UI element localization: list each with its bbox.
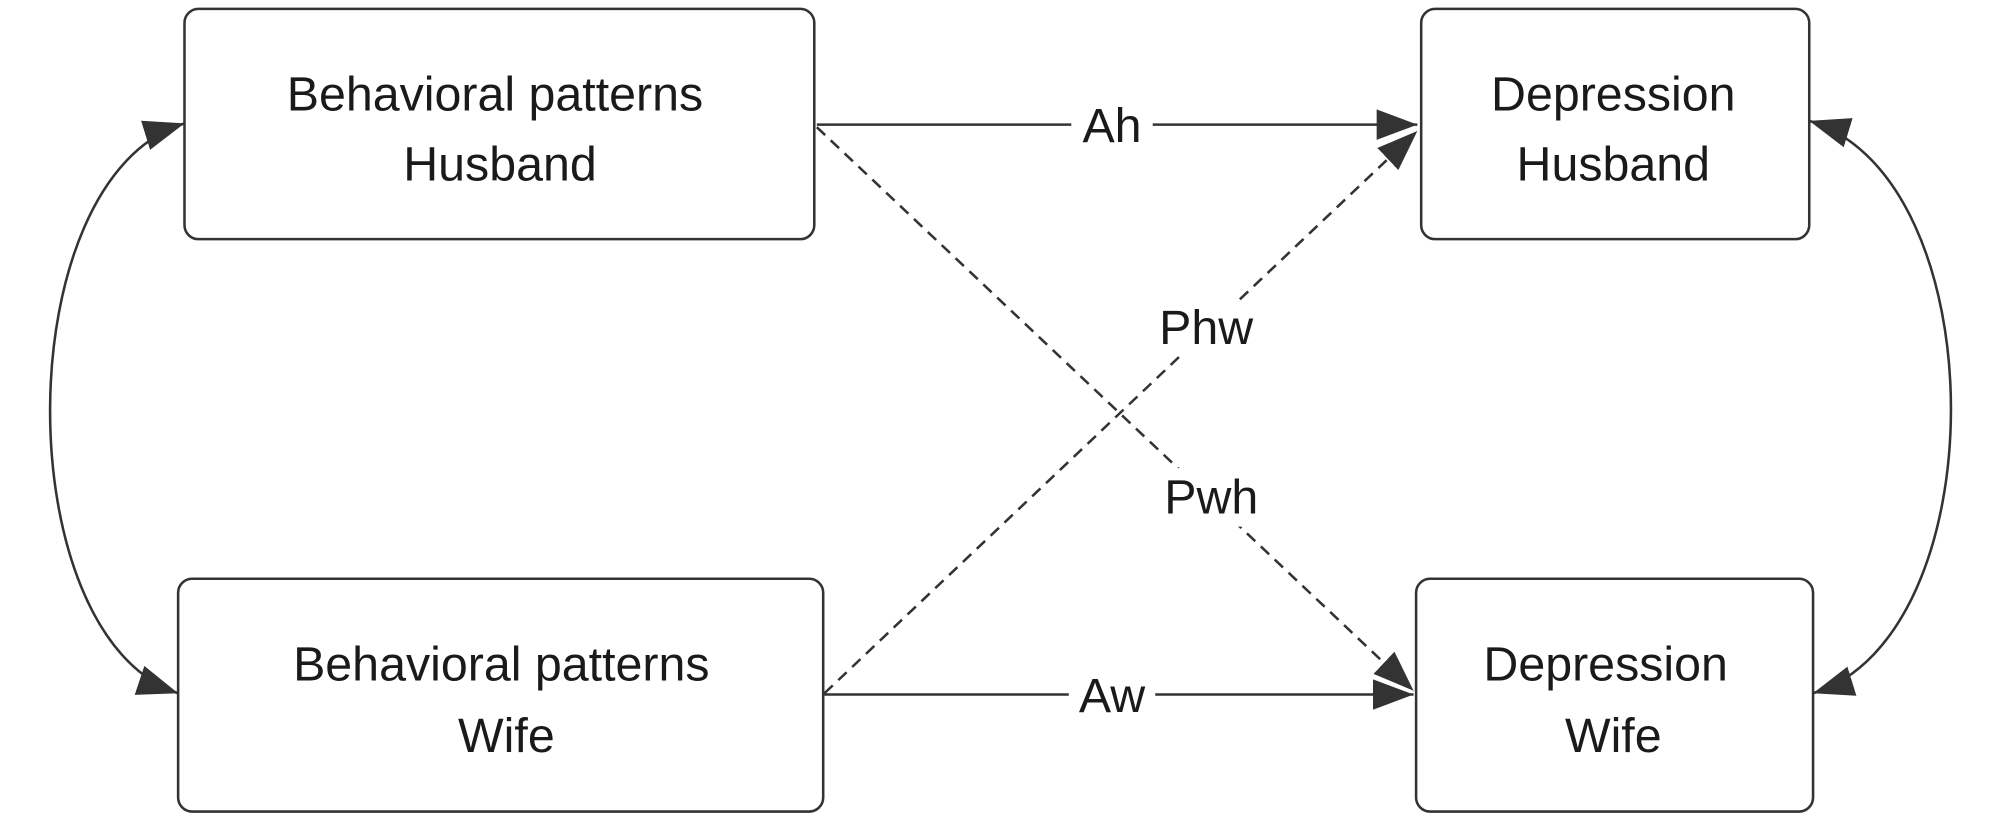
node-depression-husband-line1: Depression [1491, 68, 1735, 122]
node-depression-wife: Depression Wife [1414, 577, 1815, 813]
edge-label-phw: Phw [1159, 301, 1254, 355]
node-depression-wife-line2: Wife [1565, 709, 1662, 763]
node-behavioral-patterns-husband-line2: Husband [403, 138, 596, 192]
edge-label-pwh: Pwh [1164, 470, 1258, 524]
node-behavioral-patterns-husband: Behavioral patterns Husband [183, 7, 816, 241]
covariance-depression-arrow [1808, 118, 1953, 696]
node-behavioral-patterns-husband-line1: Behavioral patterns [287, 68, 703, 122]
node-depression-husband-line2: Husband [1517, 138, 1710, 192]
partner-path-pwh [815, 126, 1415, 692]
partner-path-phw [823, 130, 1419, 695]
node-behavioral-patterns-wife: Behavioral patterns Wife [176, 577, 825, 813]
node-depression-wife-line1: Depression [1483, 638, 1727, 692]
node-behavioral-patterns-wife-line1: Behavioral patterns [293, 638, 709, 692]
node-behavioral-patterns-wife-line2: Wife [458, 709, 555, 763]
covariance-behavioral-arrow [48, 120, 185, 695]
edge-label-ah: Ah [1082, 99, 1141, 153]
edge-label-aw: Aw [1079, 669, 1146, 723]
node-depression-husband: Depression Husband [1419, 7, 1811, 241]
